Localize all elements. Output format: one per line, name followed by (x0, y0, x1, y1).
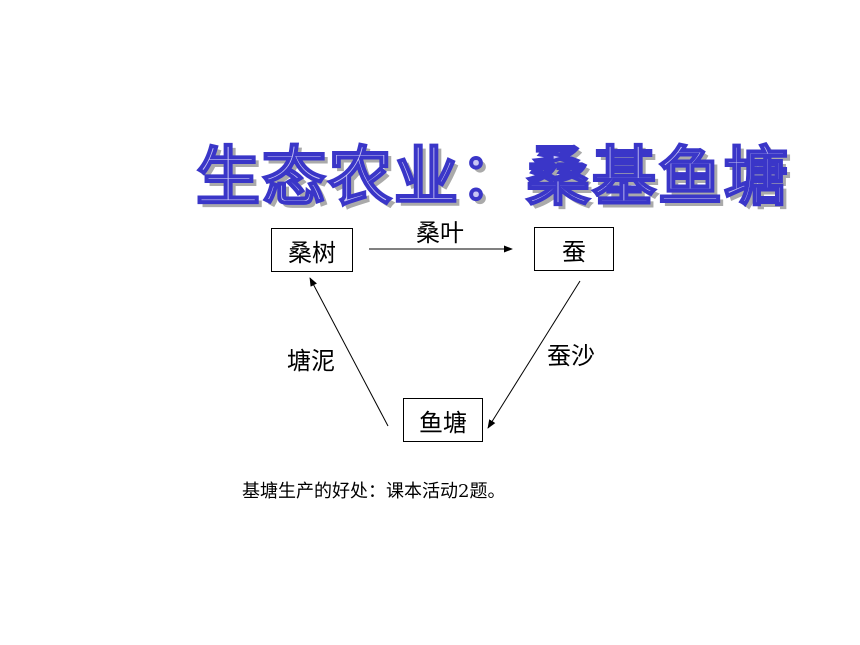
node-yutang: 鱼塘 (403, 398, 483, 442)
node-can: 蚕 (534, 227, 614, 271)
note-text: 基塘生产的好处：课本活动2题。 (242, 481, 506, 502)
edge-label-cansha: 蚕沙 (547, 342, 595, 370)
node-sangshu-label: 桑树 (288, 238, 336, 267)
edge-label-tangni: 塘泥 (287, 347, 335, 375)
edge-label-sangye: 桑叶 (416, 219, 464, 247)
node-yutang-label: 鱼塘 (419, 408, 467, 437)
slide-title: 生态农业：桑基鱼塘 (195, 140, 790, 216)
arrow-can-to-yutang (487, 280, 581, 429)
node-can-label: 蚕 (562, 237, 586, 266)
node-sangshu: 桑树 (271, 228, 353, 272)
arrow-yutang-to-sangshu (309, 277, 389, 427)
